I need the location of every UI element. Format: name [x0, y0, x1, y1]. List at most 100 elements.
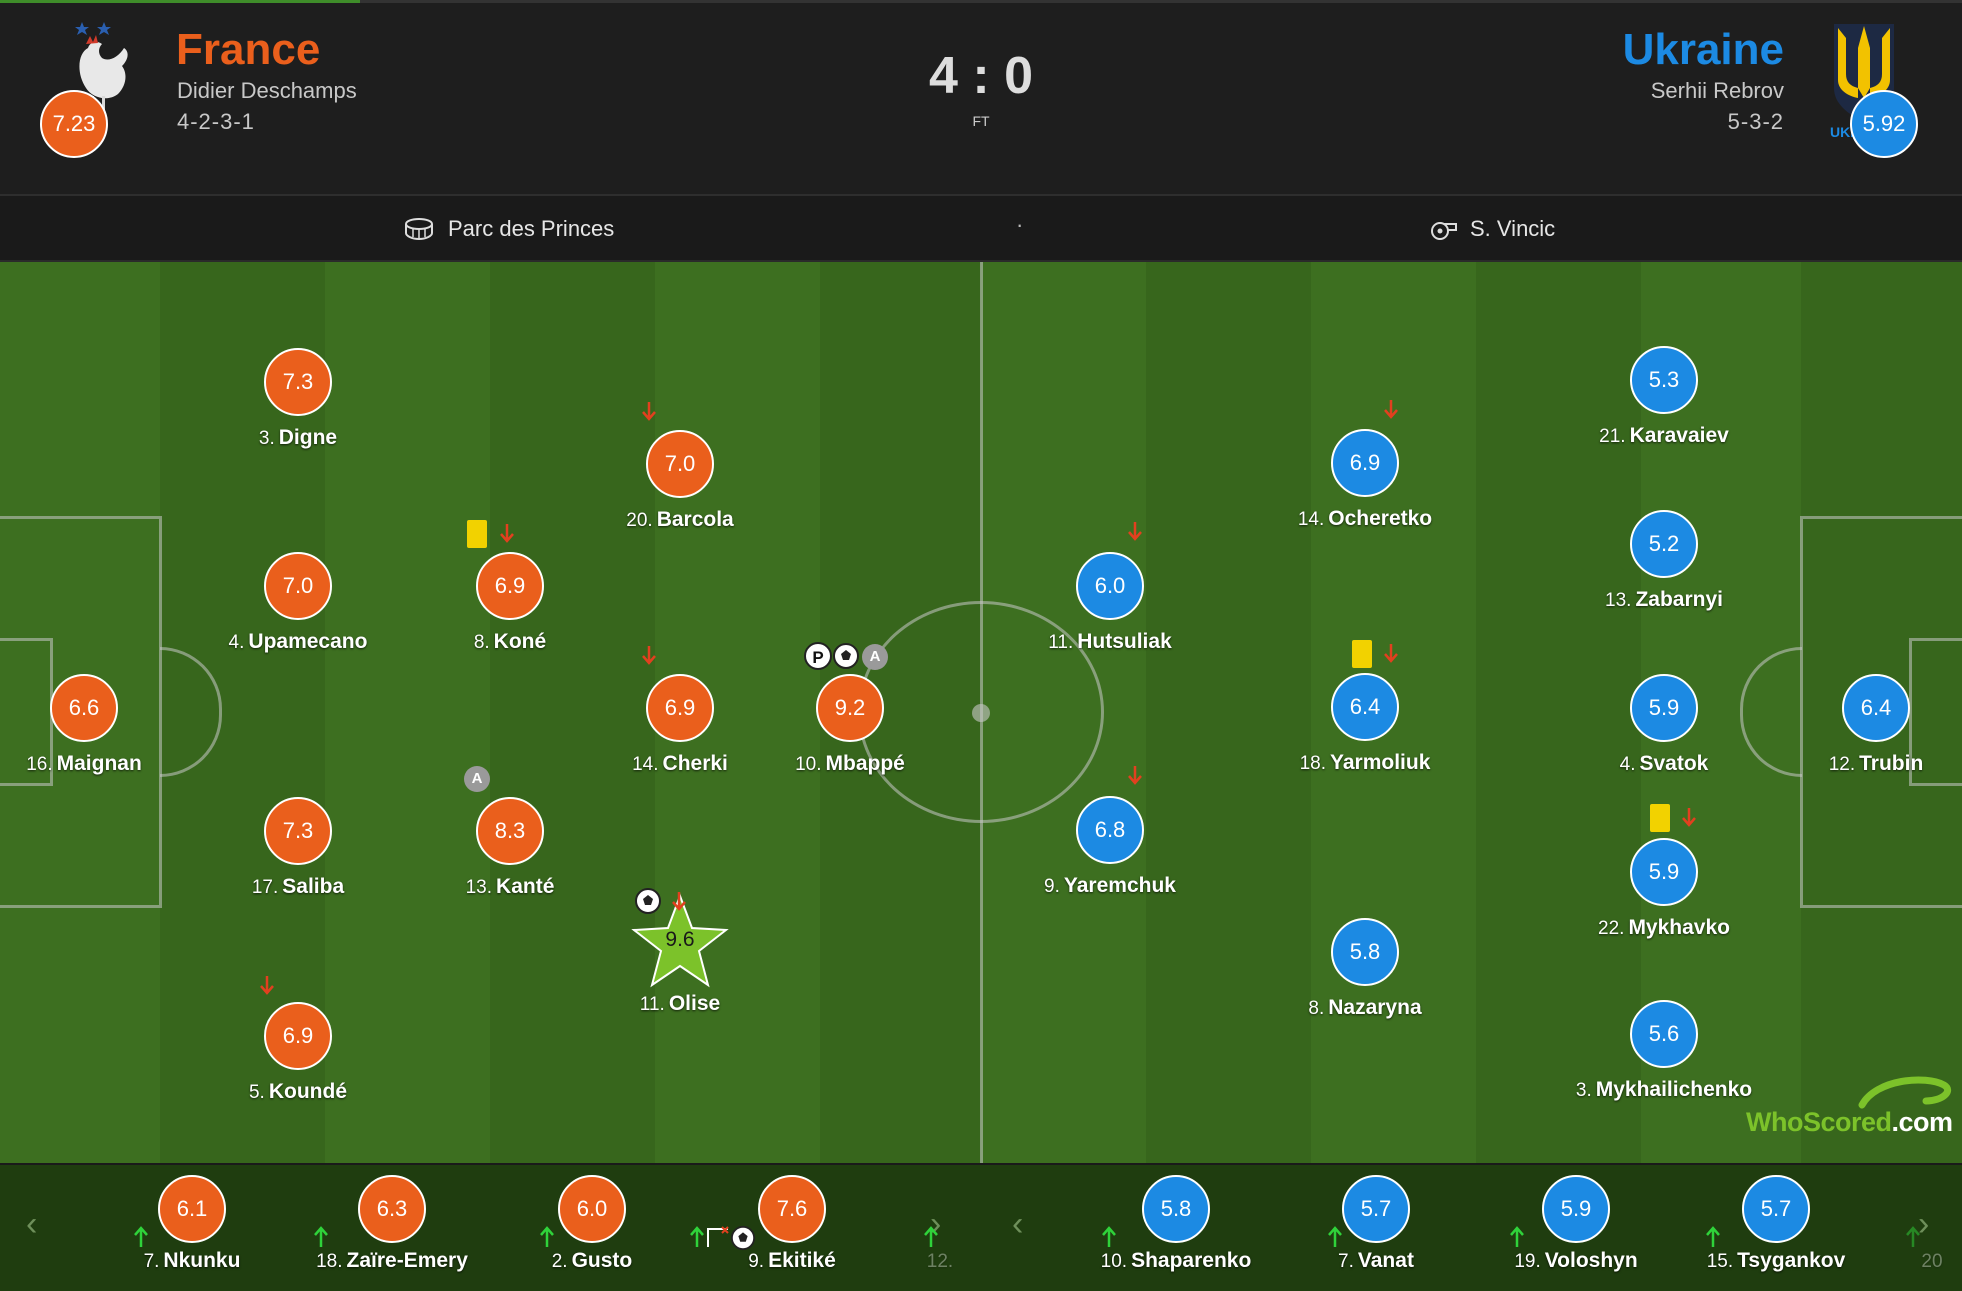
- goal-icon: [635, 888, 661, 914]
- player-home-cherki[interactable]: 6.9 14.Cherki: [570, 674, 790, 776]
- bench-player-home-nkunku[interactable]: 6.1 7.Nkunku: [92, 1175, 292, 1273]
- bench-player-away-voloshyn[interactable]: 5.9 19.Voloshyn: [1476, 1175, 1676, 1273]
- player-name: 3.Digne: [258, 426, 338, 449]
- goal-post-icon: [707, 1226, 729, 1247]
- logo-swoosh-icon: [1858, 1076, 1952, 1109]
- player-home-kante[interactable]: 8.3 13.Kanté: [400, 797, 620, 899]
- pitch-stripe: [490, 262, 655, 1163]
- home-team-rating: 7.23: [40, 90, 108, 158]
- player-home-barcola[interactable]: 7.0 20.Barcola: [570, 430, 790, 532]
- player-rating: 7.6: [758, 1175, 826, 1243]
- player-home-upamecano[interactable]: 7.0 4.Upamecano: [188, 552, 408, 654]
- bench-player-home-gusto[interactable]: 6.0 2.Gusto: [492, 1175, 692, 1273]
- pitch-stripe: [1476, 262, 1641, 1163]
- player-name: 12.Trubin: [1828, 752, 1924, 775]
- player-away-nazaryna[interactable]: 5.8 8.Nazaryna: [1255, 918, 1475, 1020]
- home-bench-prev-button[interactable]: ‹: [26, 1205, 38, 1243]
- centre-spot: [972, 704, 990, 722]
- subbed-off-icon: [1128, 522, 1142, 541]
- player-away-mykhavko[interactable]: 5.9 22.Mykhavko: [1554, 838, 1774, 940]
- bench-player-home-zaire-emery[interactable]: 6.3 18.Zaïre-Emery: [292, 1175, 492, 1273]
- man-of-the-match-star: 9.6: [630, 892, 730, 992]
- player-rating: 9.6: [665, 928, 695, 951]
- subbed-on-icon: [134, 1226, 148, 1247]
- progress-fill: [0, 0, 360, 3]
- player-away-trubin[interactable]: 6.4 12.Trubin: [1766, 674, 1962, 776]
- player-name: 22.Mykhavko: [1598, 916, 1730, 939]
- bench-player-away-vanat[interactable]: 5.7 7.Vanat: [1276, 1175, 1476, 1273]
- player-home-kone[interactable]: 6.9 8.Koné: [400, 552, 620, 654]
- away-team-name[interactable]: Ukraine: [1622, 25, 1784, 74]
- player-rating: 5.8: [1331, 918, 1399, 986]
- whistle-icon: [1431, 222, 1457, 240]
- home-formation: 4-2-3-1: [177, 109, 255, 134]
- substitutes-bar: ‹ › ‹ › 6.1 7.Nkunku 6.3 18.Zaïre-Emery …: [0, 1163, 1962, 1291]
- subbed-off-icon: [1128, 766, 1142, 785]
- subbed-on-icon: [690, 1226, 704, 1247]
- home-team-name[interactable]: France: [176, 25, 321, 74]
- player-name: 18.Zaïre-Emery: [316, 1249, 468, 1272]
- player-away-karavaiev[interactable]: 5.3 21.Karavaiev: [1554, 346, 1774, 448]
- player-home-olise[interactable]: 9.6 11.Olise: [570, 892, 790, 1016]
- player-away-zabarnyi[interactable]: 5.2 13.Zabarnyi: [1554, 510, 1774, 612]
- player-name: 19.Voloshyn: [1514, 1249, 1638, 1272]
- match-info-bar: Parc des Princes · S. Vincic: [0, 196, 1962, 262]
- penalty-goal-icon: P: [804, 642, 832, 670]
- player-rating: 6.0: [1076, 552, 1144, 620]
- bench-player-away-shaparenko[interactable]: 5.8 10.Shaparenko: [1076, 1175, 1276, 1273]
- player-rating: 9.2: [816, 674, 884, 742]
- subbed-off-icon: [260, 976, 274, 995]
- player-away-hutsuliak[interactable]: 6.0 11.Hutsuliak: [1000, 552, 1220, 654]
- player-home-maignan[interactable]: 6.6 16.Maignan: [0, 674, 194, 776]
- player-rating: 5.9: [1630, 674, 1698, 742]
- subbed-off-icon: [1384, 400, 1398, 419]
- subbed-on-icon: [540, 1226, 554, 1247]
- player-rating: 6.8: [1076, 796, 1144, 864]
- info-separator: ·: [1016, 212, 1024, 237]
- player-name: 10.Mbappé: [795, 752, 905, 775]
- player-name: 13.Zabarnyi: [1605, 588, 1723, 611]
- bench-player-home-faded[interactable]: 12.: [922, 1175, 962, 1273]
- match-status: FT: [972, 113, 990, 129]
- player-rating: 5.7: [1742, 1175, 1810, 1243]
- player-home-kounde[interactable]: 6.9 5.Koundé: [188, 1002, 408, 1104]
- player-rating: 7.3: [264, 348, 332, 416]
- player-away-mykhailichenko[interactable]: 5.6 3.Mykhailichenko: [1554, 1000, 1774, 1102]
- home-bench-next-button[interactable]: ›: [930, 1205, 942, 1243]
- player-home-saliba[interactable]: 7.3 17.Saliba: [188, 797, 408, 899]
- pitch: 7.3 3.Digne 7.0 4.Upamecano 6.6 16.Maign…: [0, 262, 1962, 1163]
- player-rating: 8.3: [476, 797, 544, 865]
- subbed-off-icon: [1682, 808, 1696, 827]
- player-home-digne[interactable]: 7.3 3.Digne: [188, 348, 408, 450]
- player-away-ocheretko[interactable]: 6.9 14.Ocheretko: [1255, 429, 1475, 531]
- player-name: 14.Ocheretko: [1297, 507, 1433, 530]
- player-away-svatok[interactable]: 5.9 4.Svatok: [1554, 674, 1774, 776]
- player-name: 7.Vanat: [1338, 1249, 1414, 1272]
- pitch-stripe: [1146, 262, 1311, 1163]
- player-away-yaremchuk[interactable]: 6.8 9.Yaremchuk: [1000, 796, 1220, 898]
- player-name: 10.Shaparenko: [1100, 1249, 1252, 1272]
- player-name: 7.Nkunku: [143, 1249, 241, 1272]
- player-name: 2.Gusto: [551, 1249, 633, 1272]
- bench-player-away-faded[interactable]: 20: [1914, 1175, 1954, 1273]
- bench-player-home-ekitike[interactable]: 7.6 9.Ekitiké: [692, 1175, 892, 1273]
- venue: Parc des Princes: [404, 216, 614, 242]
- player-rating: 5.6: [1630, 1000, 1698, 1068]
- player-name: 3.Mykhailichenko: [1575, 1078, 1753, 1101]
- player-away-yarmoliuk[interactable]: 6.4 18.Yarmoliuk: [1255, 673, 1475, 775]
- venue-name: Parc des Princes: [448, 216, 615, 241]
- player-home-mbappe[interactable]: 9.2 10.Mbappé: [740, 674, 960, 776]
- progress-track: [0, 0, 1962, 3]
- player-rating: 7.0: [264, 552, 332, 620]
- subbed-on-icon: [1510, 1226, 1524, 1247]
- player-name: 20.Barcola: [626, 508, 734, 531]
- logo-text: WhoScored.com: [1746, 1107, 1953, 1137]
- bench-player-away-tsygankov[interactable]: 5.7 15.Tsygankov: [1676, 1175, 1876, 1273]
- home-coach: Didier Deschamps: [177, 78, 357, 103]
- referee: S. Vincic: [1430, 216, 1555, 242]
- away-team-rating: 5.92: [1850, 90, 1918, 158]
- subbed-off-icon: [642, 402, 656, 421]
- subbed-on-icon: [1706, 1226, 1720, 1247]
- away-bench-prev-button[interactable]: ‹: [1012, 1205, 1024, 1243]
- away-bench-next-button[interactable]: ›: [1918, 1205, 1930, 1243]
